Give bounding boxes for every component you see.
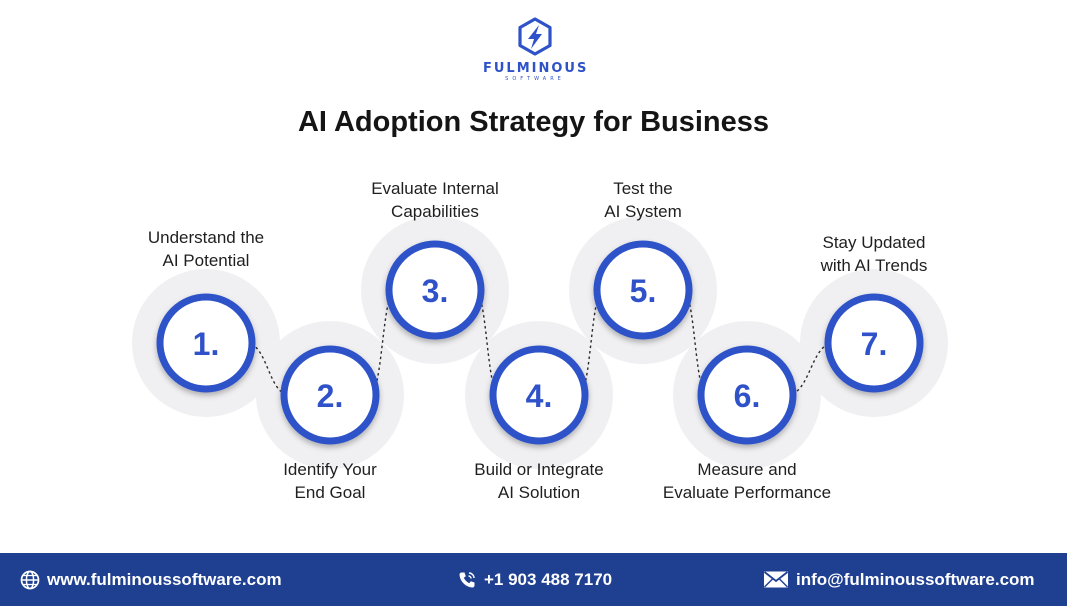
step-label-4: Build or Integrate AI Solution: [439, 458, 639, 504]
step-label-6-line-2: Evaluate Performance: [662, 483, 832, 502]
step-7: 7.: [824, 293, 924, 393]
step-number-1: 1.: [193, 326, 220, 362]
step-1: 1.: [156, 293, 256, 393]
page-title: AI Adoption Strategy for Business: [297, 106, 770, 138]
step-3: 3.: [385, 240, 485, 340]
lightning-hexagon-icon: [518, 17, 552, 56]
step-label-3-line-1: Evaluate Internal: [371, 179, 499, 198]
step-circle-1: [156, 293, 256, 393]
phone-number[interactable]: +1 903 488 7170: [484, 569, 613, 589]
step-label-5: Test the AI System: [543, 177, 743, 223]
footer-website[interactable]: www.fulminoussoftware.com: [20, 553, 282, 606]
step-label-7: Stay Updated with AI Trends: [774, 231, 974, 277]
step-4: 4.: [489, 345, 589, 445]
step-label-1: Understand the AI Potential: [106, 226, 306, 272]
step-circle-5: [593, 240, 693, 340]
phone-icon: [459, 571, 475, 587]
brand-name: FULMINOUS: [483, 61, 589, 76]
step-number-3: 3.: [422, 273, 449, 309]
step-label-1-line-2: AI Potential: [162, 251, 250, 270]
step-number-6: 6.: [734, 378, 761, 414]
step-label-5-line-2: AI System: [604, 202, 682, 221]
step-label-4-line-1: Build or Integrate: [474, 460, 604, 479]
step-circle-6: [697, 345, 797, 445]
step-number-4: 4.: [526, 378, 553, 414]
step-circle-2: [280, 345, 380, 445]
footer-email[interactable]: info@fulminoussoftware.com: [763, 553, 1035, 606]
step-circle-3: [385, 240, 485, 340]
step-2: 2.: [280, 345, 380, 445]
contact-footer: www.fulminoussoftware.com +1 903 488 717…: [0, 553, 1067, 606]
website-link[interactable]: www.fulminoussoftware.com: [47, 569, 282, 589]
step-label-2-line-2: End Goal: [294, 483, 366, 502]
brand-logo: FULMINOUS SOFTWARE: [483, 16, 587, 86]
step-label-1-line-1: Understand the: [147, 228, 265, 247]
step-number-5: 5.: [630, 273, 657, 309]
envelope-icon: [763, 571, 789, 588]
step-circle-7: [824, 293, 924, 393]
email-address[interactable]: info@fulminoussoftware.com: [796, 569, 1035, 589]
step-label-4-line-2: AI Solution: [497, 483, 581, 502]
step-circles: 1. 2. 3. 4. 5. 6. 7.: [156, 240, 924, 445]
step-label-7-line-1: Stay Updated: [822, 233, 926, 252]
step-number-7: 7.: [861, 326, 888, 362]
step-label-7-line-2: with AI Trends: [820, 256, 928, 275]
step-label-5-line-1: Test the: [613, 179, 673, 198]
step-label-2-line-1: Identify Your: [283, 460, 377, 479]
step-circle-4: [489, 345, 589, 445]
footer-phone[interactable]: +1 903 488 7170: [457, 553, 612, 606]
step-5: 5.: [593, 240, 693, 340]
brand-tagline: SOFTWARE: [505, 76, 565, 82]
step-label-3-line-2: Capabilities: [391, 202, 479, 221]
step-6: 6.: [697, 345, 797, 445]
step-number-2: 2.: [317, 378, 344, 414]
globe-icon: [20, 570, 40, 589]
step-label-6-line-1: Measure and: [697, 460, 797, 479]
